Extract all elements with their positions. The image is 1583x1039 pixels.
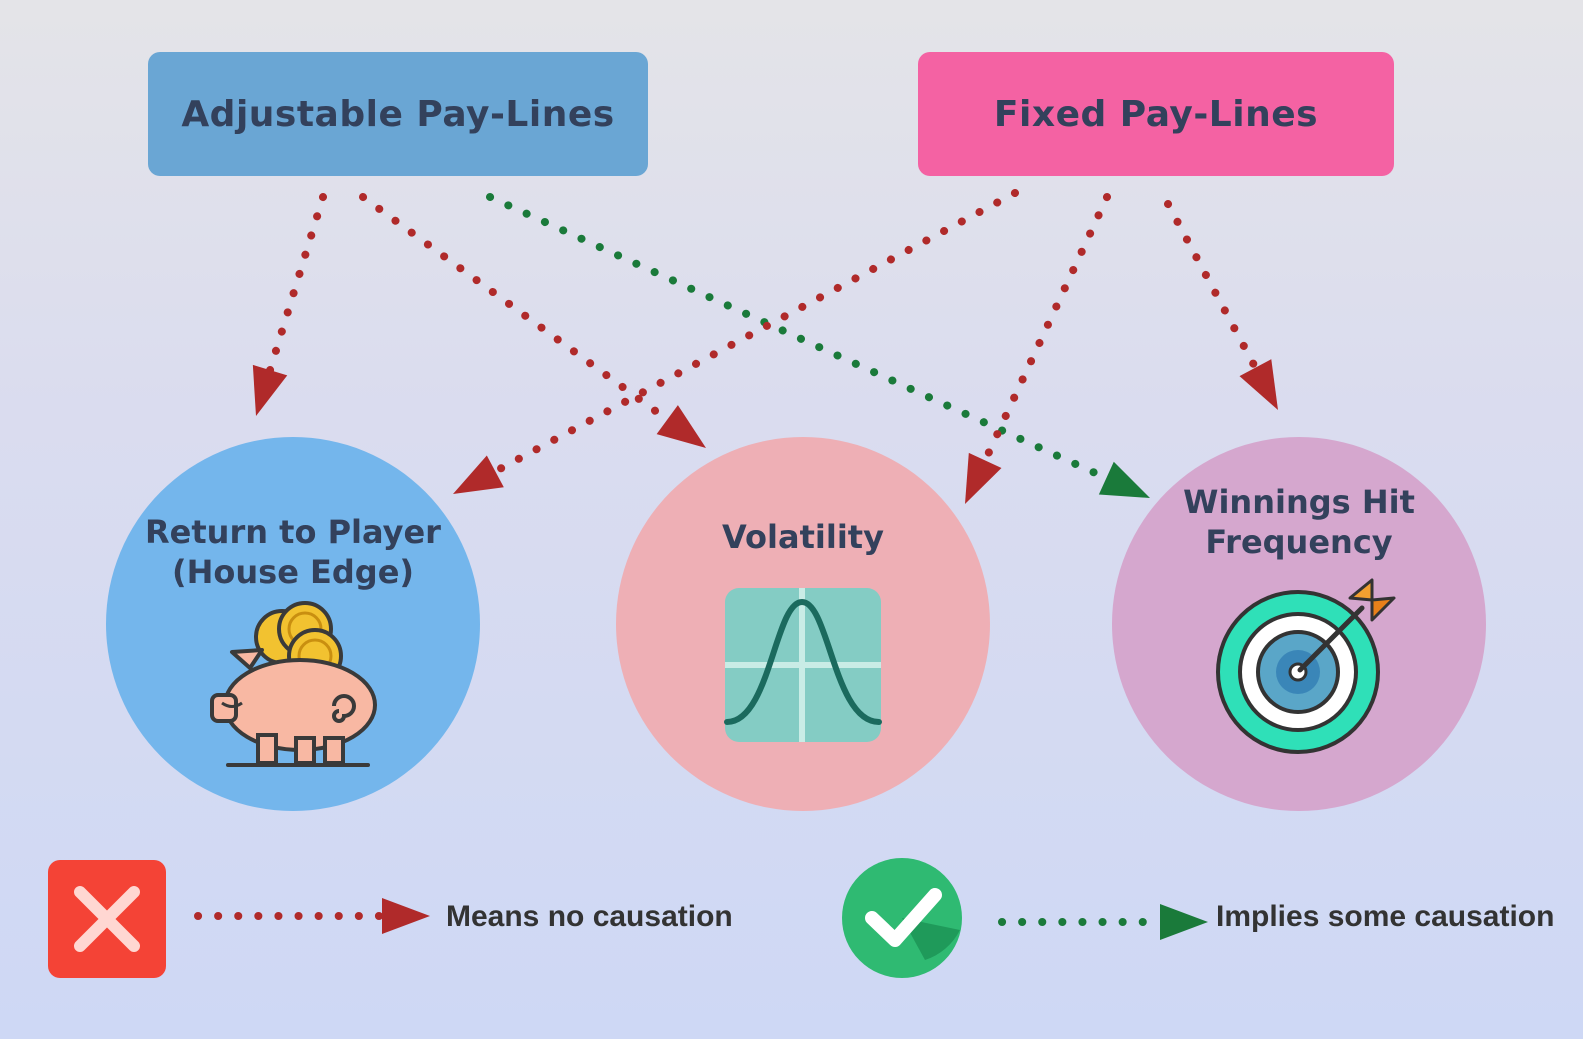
- edge-arrow-2-line: [359, 193, 672, 424]
- adjustable-pay-lines-label: Adjustable Pay-Lines: [181, 93, 615, 135]
- adjustable-pay-lines-box: Adjustable Pay-Lines: [148, 52, 648, 176]
- green-check-icon: [842, 858, 962, 978]
- return-to-player-line1: Return to Player: [145, 513, 441, 551]
- edge-arrow-4-line: [491, 189, 1019, 476]
- edge-arrow-4: [453, 189, 1019, 494]
- return-to-player-label: Return to Player (House Edge): [106, 512, 480, 592]
- edge-arrow-6-head: [1239, 359, 1278, 410]
- return-to-player-line2: (House Edge): [171, 553, 415, 591]
- hit-frequency-label: Winnings Hit Frequency: [1112, 482, 1486, 562]
- volatility-circle: Volatility: [616, 437, 990, 811]
- legend-causation-arrow-head: [1160, 904, 1208, 940]
- edge-arrow-2-head: [656, 405, 706, 448]
- fixed-pay-lines-box: Fixed Pay-Lines: [918, 52, 1394, 176]
- legend-causation-arrow: [998, 904, 1208, 940]
- edge-arrow-5-head: [965, 452, 1002, 504]
- edge-arrow-1-head: [252, 364, 288, 416]
- target-icon: [1216, 578, 1396, 754]
- bell-curve-icon: [724, 588, 882, 742]
- edge-arrow-5: [965, 193, 1111, 504]
- edge-arrow-2: [359, 193, 706, 448]
- hit-frequency-line2: Frequency: [1205, 523, 1393, 561]
- hit-frequency-line1: Winnings Hit: [1183, 483, 1415, 521]
- edge-arrow-1-line: [266, 193, 327, 375]
- legend-no-causation-arrow: [194, 898, 430, 934]
- piggy-bank-icon: [210, 601, 377, 767]
- edge-arrow-3-head: [1098, 461, 1150, 498]
- legend-no-causation-label: Means no causation: [446, 900, 733, 933]
- legend-arrows: [194, 898, 1208, 940]
- edge-arrow-6: [1164, 200, 1278, 410]
- edge-arrow-3-line: [486, 193, 1111, 483]
- volatility-label: Volatility: [722, 518, 884, 556]
- edge-arrow-5-line: [981, 193, 1111, 465]
- edge-arrow-4-head: [453, 455, 504, 494]
- edges: [252, 189, 1278, 504]
- edge-arrow-1: [252, 193, 327, 416]
- red-x-icon: [48, 860, 166, 978]
- legend-no-causation-arrow-head: [382, 898, 430, 934]
- fixed-pay-lines-label: Fixed Pay-Lines: [993, 93, 1319, 135]
- legend-causation-label: Implies some causation: [1216, 900, 1555, 933]
- edge-arrow-6-line: [1164, 200, 1260, 372]
- edge-arrow-3: [486, 193, 1150, 498]
